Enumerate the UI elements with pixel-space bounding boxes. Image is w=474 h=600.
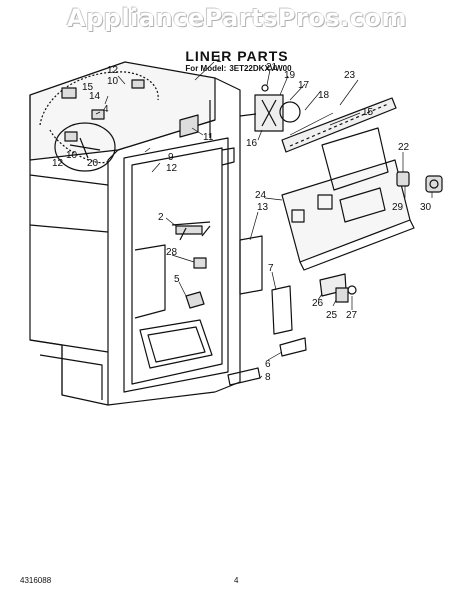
callout-5: 5 (174, 274, 180, 285)
callout-4: 4 (103, 104, 109, 115)
part-13-channel (239, 235, 263, 295)
callout-24: 24 (255, 190, 267, 201)
callout-22: 22 (398, 142, 410, 153)
model-label: For Model: (185, 64, 227, 73)
callout-26: 26 (312, 298, 324, 309)
watermark: AppliancePartsPros.com (67, 4, 407, 32)
footer-page-number: 4 (234, 576, 239, 585)
callout-6: 6 (265, 359, 271, 370)
top-components (39, 71, 159, 172)
callout-12c: 12 (166, 163, 178, 174)
callout-12b: 12 (52, 158, 64, 169)
callout-28: 28 (166, 247, 178, 258)
callout-10b: 10 (66, 150, 78, 161)
callout-12: 12 (107, 65, 119, 76)
callout-2: 2 (158, 212, 164, 223)
callout-18: 18 (318, 90, 330, 101)
callout-19: 19 (284, 70, 296, 81)
lower-fasteners (319, 273, 357, 303)
callout-15: 15 (82, 82, 94, 93)
part-7-bracket (271, 285, 293, 335)
callout-13: 13 (257, 202, 269, 213)
part-6-clip (279, 337, 307, 357)
damper-control (396, 171, 443, 193)
callout-21: 21 (266, 62, 278, 73)
part-8-trim (227, 367, 261, 386)
callout-7: 7 (268, 263, 274, 274)
callout-1: 1 (216, 54, 222, 65)
footer-part-number: 4316088 (20, 576, 52, 585)
callout-8: 8 (265, 372, 271, 383)
callout-30: 30 (420, 202, 432, 213)
model-number: 3ET22DKXVW00 (229, 64, 292, 73)
callout-23: 23 (344, 70, 356, 81)
evaporator-cover (281, 127, 415, 271)
air-duct (281, 97, 397, 153)
leader-lines (95, 61, 433, 379)
center-parts (171, 221, 211, 309)
callout-27: 27 (346, 310, 358, 321)
callout-15b: 15 (362, 107, 374, 118)
liner-cabinet (29, 61, 241, 406)
callout-16: 16 (246, 138, 258, 149)
callout-25: 25 (326, 310, 338, 321)
callout-labels: 1 12 10 15 14 4 11 10 12 20 9 12 2 13 28… (52, 54, 432, 383)
callout-10: 10 (107, 76, 119, 87)
callout-9: 9 (168, 152, 174, 163)
callout-14: 14 (89, 91, 101, 102)
callout-17: 17 (298, 80, 310, 91)
callout-20: 20 (87, 158, 99, 169)
model-line: For Model:3ET22DKXVW00 (0, 64, 474, 73)
callout-11: 11 (203, 132, 214, 143)
diagram-title: LINER PARTS (185, 48, 289, 64)
callout-29: 29 (392, 202, 404, 213)
fan-motor-assembly (239, 84, 301, 132)
